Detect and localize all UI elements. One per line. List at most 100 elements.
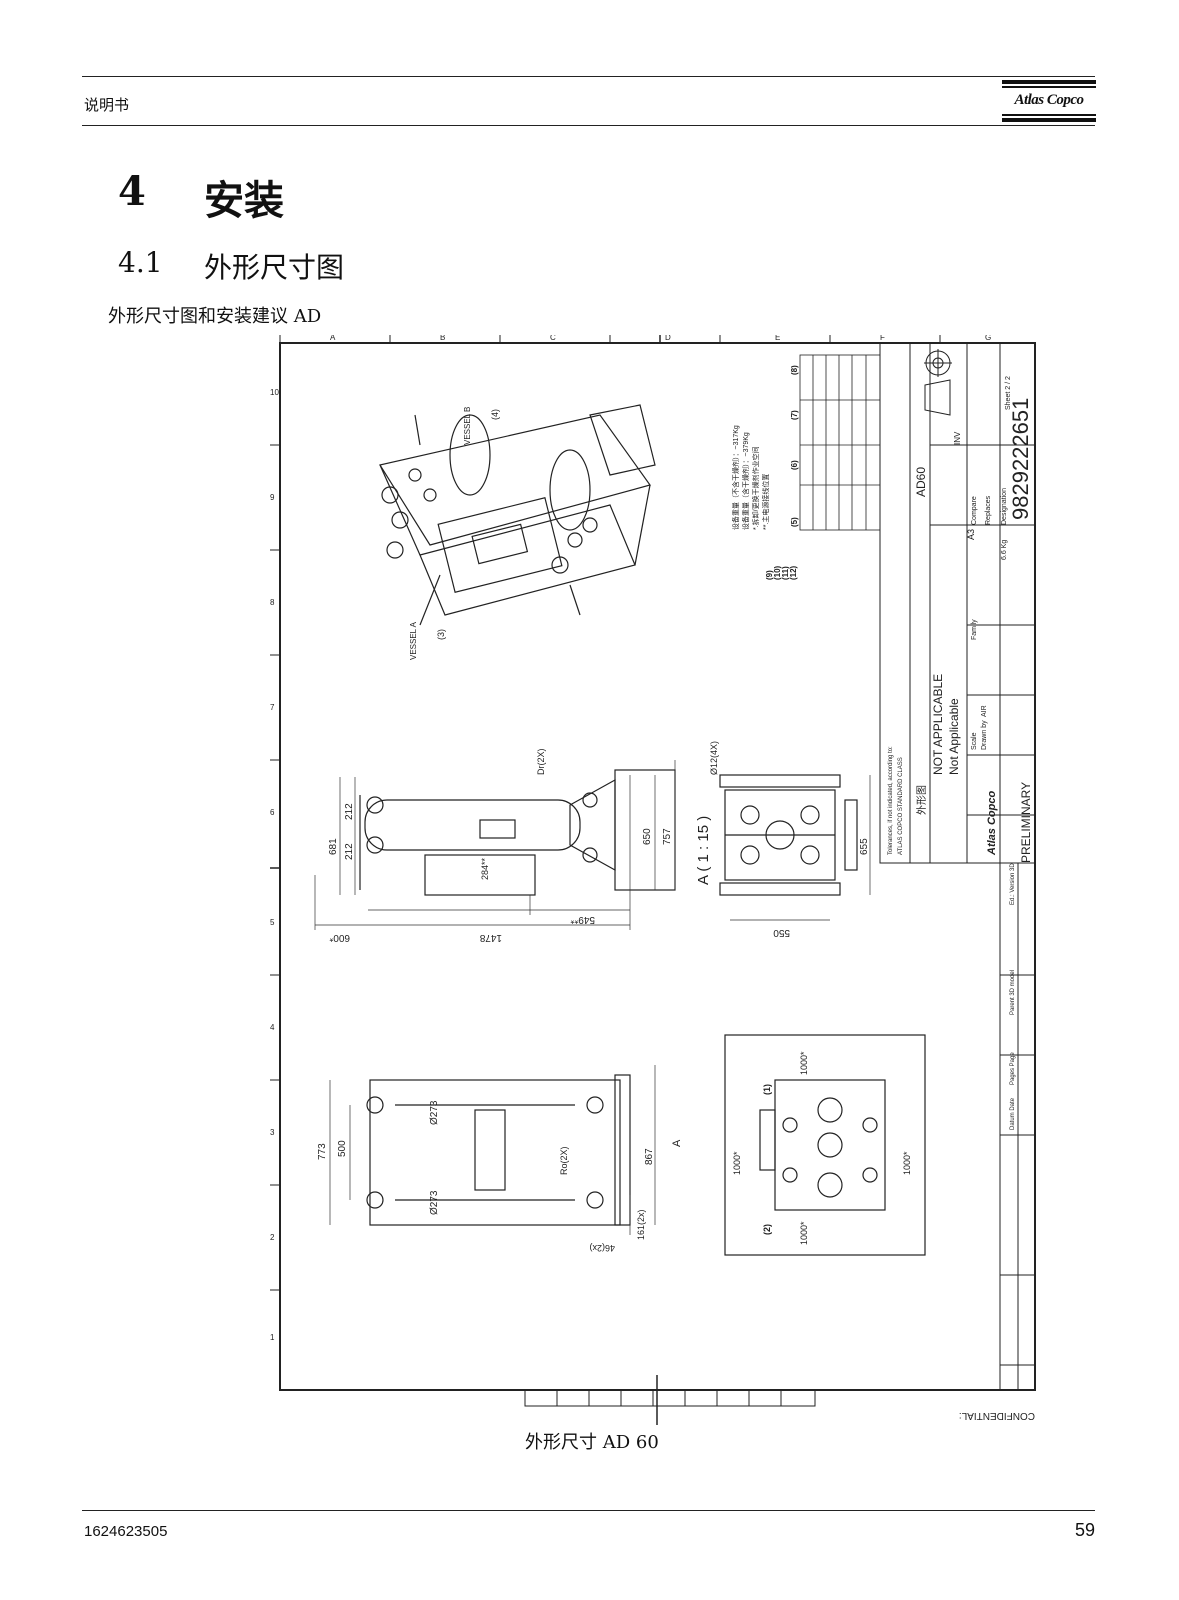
- grid-number-10: 10: [270, 388, 279, 397]
- callout-10: (10): [773, 565, 782, 580]
- material-value: NOT APPLICABLE: [931, 674, 945, 775]
- status-preliminary: PRELIMINARY: [1019, 782, 1033, 863]
- tb-ed-version: Ed.: Version 3D: [1010, 863, 1016, 905]
- grid-number-6: 6: [270, 808, 275, 817]
- weight-note-4: **.主电源接线位置: [761, 474, 770, 530]
- weight-note-3: *.拆卸/更换干燥剂作业空间: [751, 446, 760, 530]
- label-dr-2x: Dr(2X): [536, 748, 546, 775]
- tb-parent-model: Parent 3D model: [1010, 970, 1016, 1015]
- dim-46-2x: 46(2x): [589, 1243, 615, 1253]
- logo-bottom-bar: [1002, 118, 1096, 122]
- dim-757: 757: [662, 828, 673, 845]
- confidential-label: CONFIDENTIAL:: [959, 1410, 1035, 1421]
- tb-drawn-by: Drawn by: [981, 720, 988, 750]
- callout-7: (7): [790, 410, 799, 420]
- dim-867: 867: [644, 1148, 655, 1165]
- title-block-brand: Atlas Copco: [986, 791, 998, 856]
- clearance-view: [724, 1034, 926, 1256]
- grid-number-4: 4: [270, 1023, 275, 1032]
- dim-1000-bottom: 1000*: [799, 1221, 809, 1245]
- callout-5: (5): [790, 517, 799, 527]
- grid-number-9: 9: [270, 493, 275, 502]
- logo-thin-bar-bottom: [1002, 114, 1096, 116]
- tb-replaces: Replaces: [985, 495, 992, 525]
- callout-8: (8): [790, 365, 799, 375]
- view-a-scale: A ( 1 : 15 ): [695, 816, 712, 885]
- tolerance-note: Tolerances, if not indicated, according …: [888, 746, 894, 855]
- tb-drawn-by-val: AIR: [981, 705, 988, 717]
- dim-1000-top: 1000*: [799, 1051, 809, 1075]
- dim-600: 600*: [329, 932, 350, 943]
- title-block: [879, 342, 1036, 1391]
- label-vessel-b: VESSEL B: [463, 407, 472, 445]
- callout-6: (6): [790, 460, 799, 470]
- figure-caption: 外形尺寸 AD 60: [525, 1432, 659, 1453]
- section-view-a: [719, 774, 858, 896]
- dim-1000-right: 1000*: [902, 1151, 912, 1175]
- dim-161-2x: 161(2x): [636, 1209, 646, 1240]
- name-cn: 外形图: [916, 785, 928, 815]
- section-title: 安装: [204, 177, 284, 224]
- intro-caption: 外形尺寸图和安装建议 AD: [108, 306, 322, 327]
- plan-view: [366, 1074, 631, 1226]
- label-vessel-a: VESSEL A: [409, 621, 418, 660]
- tb-scale: Scale: [971, 732, 978, 750]
- footer-page-number: 59: [1074, 1520, 1095, 1540]
- dim-655: 655: [859, 838, 870, 855]
- callout-9: (9): [765, 570, 774, 580]
- dim-273-bottom: Ø273: [429, 1190, 440, 1215]
- dim-500: 500: [337, 1140, 348, 1157]
- standard-class-note: ATLAS COPCO STANDARD CLASS: [898, 757, 904, 855]
- callout-3: (3): [436, 629, 446, 640]
- tb-weight: 6.6 Kg: [1001, 540, 1008, 560]
- dim-550: 550: [773, 927, 790, 938]
- callout-4: (4): [490, 409, 500, 420]
- grid-letter-e: E: [775, 335, 780, 342]
- grid-letter-f: F: [880, 335, 885, 342]
- dim-212-bottom: 212: [344, 843, 355, 860]
- dim-012-4x: Ø12(4X): [709, 741, 719, 775]
- grid-number-3: 3: [270, 1128, 275, 1137]
- dim-650: 650: [642, 828, 653, 845]
- weight-note-2: 设备重量（含干燥剂）：~379Kg: [741, 432, 750, 530]
- parts-table: [799, 354, 881, 531]
- grid-number-8: 8: [270, 598, 275, 607]
- tb-inv: INV: [953, 431, 962, 445]
- tb-a3: A3: [966, 529, 976, 540]
- grid-letter-g: G: [985, 335, 991, 342]
- grid-letter-c: C: [550, 335, 556, 342]
- side-elevation-view: [359, 769, 676, 896]
- treatment-value: Not Applicable: [947, 698, 961, 775]
- callout-11: (11): [781, 566, 790, 580]
- callout-12: (12): [789, 565, 798, 580]
- callout-1: (1): [762, 1084, 772, 1095]
- weight-note-1: 设备重量（不含干燥剂）：~317Kg: [731, 425, 740, 530]
- label-ro-2x: Ro(2X): [559, 1146, 569, 1175]
- isometric-view: [379, 404, 656, 626]
- grid-number-2: 2: [270, 1233, 275, 1242]
- drawing-frame: [279, 342, 1036, 1391]
- dim-212-top: 212: [344, 803, 355, 820]
- logo-wordmark: Atlas Copco: [1014, 92, 1084, 108]
- doc-number: 9829222651: [1008, 398, 1033, 520]
- callout-2: (2): [762, 1224, 772, 1235]
- grid-letter-a: A: [330, 335, 336, 342]
- atlas-copco-logo: Atlas Copco: [1002, 80, 1096, 125]
- header-top-rule: [82, 76, 1095, 77]
- tb-sheet: Sheet 2 / 2: [1005, 376, 1012, 410]
- header-bottom-rule: [82, 125, 1095, 126]
- grid-letter-d: D: [665, 335, 671, 342]
- subsection-title: 外形尺寸图: [204, 251, 345, 284]
- dim-773: 773: [317, 1143, 328, 1160]
- tb-pages: Pages Page: [1010, 1052, 1016, 1085]
- dim-273-top: Ø273: [429, 1100, 440, 1125]
- grid-letter-b: B: [440, 335, 445, 342]
- section-marker-a: A: [671, 1139, 683, 1147]
- tb-compare: Compare: [971, 496, 978, 525]
- dim-549: 549**: [570, 914, 595, 925]
- dim-1478: 1478: [479, 932, 502, 943]
- subsection-number: 4.1: [118, 246, 163, 279]
- grid-number-7: 7: [270, 703, 275, 712]
- dim-284: 284**: [480, 857, 490, 880]
- tb-designation: Designation: [1001, 488, 1008, 525]
